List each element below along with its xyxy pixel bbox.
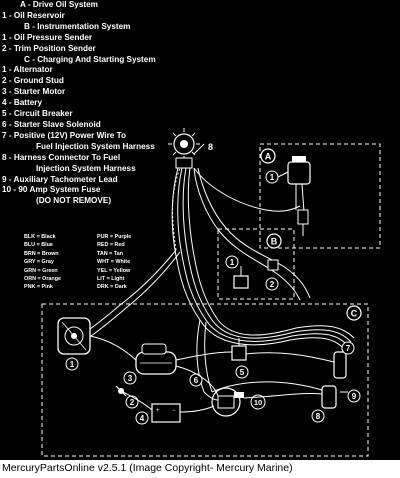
color-key-row: GRY = Gray WHT = White (24, 258, 170, 266)
callout-c4-number: 4 (140, 414, 145, 423)
starter-motor (135, 343, 177, 375)
color-key-entry: BLU = Blue (24, 242, 53, 249)
key-callout-number: 8 (208, 142, 213, 152)
callout-a1: 1 (265, 170, 289, 184)
wiring-drawing: A B C 8 (41, 128, 381, 457)
legend-line: 8 - Harness Connector To Fuel (2, 152, 121, 162)
color-key-row: BLK = Black PUR = Purple (24, 233, 170, 241)
legend-line: Fuel Injection System Harness (36, 141, 155, 151)
callout-c3: 3 (123, 371, 137, 385)
color-key-entry: BRN = Brown (24, 250, 59, 257)
callout-c10-number: 10 (254, 398, 262, 407)
callout-c5: 5 (235, 365, 249, 379)
callout-c2: 2 (125, 395, 139, 409)
legend-line: 2 - Trim Position Sender (2, 43, 96, 53)
callout-b2-number: 2 (270, 280, 275, 289)
legend-line: Injection System Harness (36, 163, 136, 173)
color-key-row: BLU = Blue RED = Red (24, 241, 170, 249)
color-key-entry: TAN = Tan (97, 250, 124, 257)
harness-connector (321, 385, 337, 409)
battery: + − (151, 403, 181, 423)
power-wire-connector (333, 351, 347, 379)
legend-line: 1 - Alternator (2, 65, 53, 75)
box-a-letter: A (265, 152, 272, 162)
callout-c4: 4 (135, 411, 149, 425)
color-key-entry: GRN = Green (24, 267, 58, 274)
color-key-entry: WHT = White (97, 259, 131, 266)
callout-c6-number: 6 (194, 376, 199, 385)
system-fuse (234, 392, 244, 398)
svg-text:−: − (172, 408, 176, 414)
callout-c8: 8 (311, 409, 325, 423)
main-harness (79, 167, 355, 393)
color-key-entry: GRY = Gray (24, 259, 54, 266)
legend-line: 7 - Positive (12V) Power Wire To (2, 130, 126, 140)
legend-line: 1 - Oil Pressure Sender (2, 32, 93, 42)
terminal-block (168, 128, 200, 169)
color-key-entry: BLK = Black (24, 234, 56, 240)
callout-c5-number: 5 (240, 368, 245, 377)
svg-text:+: + (156, 408, 160, 414)
legend-line: 3 - Starter Motor (2, 87, 66, 97)
legend-line: 1 - Oil Reservoir (2, 10, 65, 20)
box-a-frame (259, 143, 381, 249)
legend-line: 10 - 90 Amp System Fuse (2, 185, 101, 195)
color-key-entry: YEL = Yellow (97, 267, 131, 274)
callout-c3-number: 3 (128, 374, 133, 383)
color-key-entry: ORN = Orange (24, 275, 61, 282)
box-c-letter: C (351, 309, 358, 319)
callout-c1-number: 1 (70, 360, 75, 369)
callout-b1: 1 (225, 255, 239, 269)
key-callout: 8 (193, 142, 213, 155)
starter-slave-solenoid (211, 387, 241, 417)
box-a-badge (260, 148, 276, 164)
oil-reservoir (287, 156, 311, 236)
color-key-row: GRN = Green YEL = Yellow (24, 267, 170, 275)
image-caption: MercuryPartsOnline v2.5.1 (Image Copyrig… (2, 462, 293, 474)
legend-line: 5 - Circuit Breaker (2, 109, 73, 119)
color-key-entry: RED = Red (97, 242, 125, 249)
box-c-badge (346, 305, 362, 321)
legend-line: 4 - Battery (2, 98, 43, 108)
legend-line: A - Drive Oil System (20, 0, 98, 9)
callout-c7-number: 7 (346, 344, 351, 353)
color-key-row: ORN = Orange LIT = Light (24, 275, 170, 283)
callout-c9: 9 (347, 389, 361, 403)
legend-line: B - Instrumentation System (24, 21, 131, 31)
callout-c7: 7 (341, 341, 355, 355)
color-key-entry: DRK = Dark (97, 284, 127, 291)
circuit-breaker (231, 338, 247, 361)
legend-line: (DO NOT REMOVE) (36, 196, 112, 206)
legend-line: 2 - Ground Stud (2, 76, 64, 86)
color-key-row: PNK = Pink DRK = Dark (24, 283, 170, 291)
callout-a1-number: 1 (270, 173, 275, 182)
box-b-badge (266, 233, 282, 249)
trim-position-sender (267, 259, 279, 271)
color-key-row: BRN = Brown TAN = Tan (24, 250, 170, 258)
color-key-entry: PNK = Pink (24, 284, 53, 291)
legend-line: C - Charging And Starting System (24, 54, 156, 64)
color-key-entry: PUR = Purple (97, 234, 132, 240)
callout-c10: 10 (250, 394, 266, 410)
box-c-frame (41, 303, 369, 457)
callout-b1-number: 1 (230, 258, 235, 267)
color-key-entry: LIT = Light (97, 275, 125, 282)
box-b-frame (217, 228, 295, 300)
box-c-wiring (89, 335, 335, 413)
alternator (57, 317, 91, 355)
oil-pressure-sender (233, 266, 249, 289)
legend-line: 9 - Auxiliary Tachometer Lead (2, 174, 118, 184)
box-b-letter: B (271, 237, 278, 247)
callout-c1: 1 (65, 357, 79, 371)
legend-line: 6 - Starter Slave Solenoid (2, 119, 101, 129)
callout-c9-number: 9 (352, 392, 357, 401)
callout-c8-number: 8 (316, 412, 321, 421)
callout-c2-number: 2 (130, 398, 135, 407)
callout-b2: 2 (265, 277, 279, 291)
